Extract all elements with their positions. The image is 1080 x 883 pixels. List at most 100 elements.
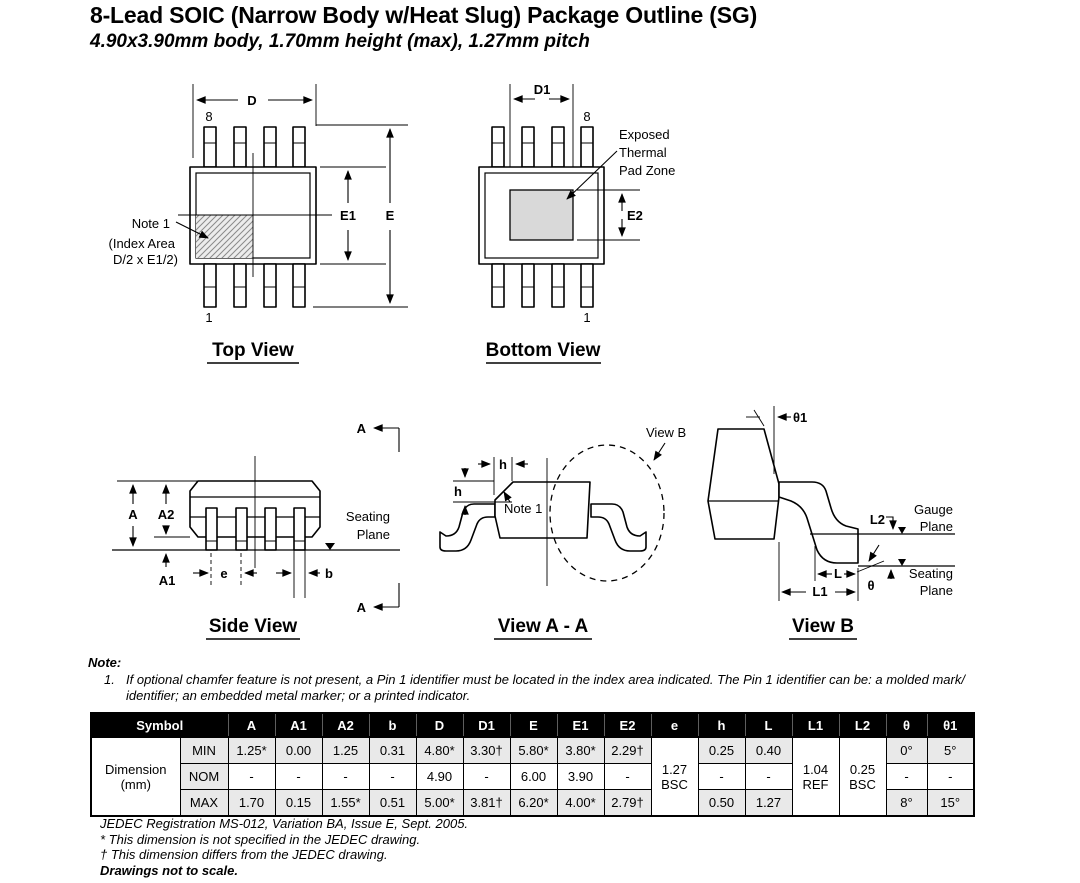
dim-theta1: θ1: [746, 406, 807, 474]
dim-theta-label: θ: [867, 578, 874, 593]
bottom-view-title: Bottom View: [486, 340, 601, 361]
dim-d-lines: [192, 84, 317, 158]
row-label: MIN: [179, 736, 229, 764]
table-row-min: Dimension (mm) MIN 1.25* 0.00 1.25 0.31 …: [90, 736, 975, 817]
pad-label-line2: Thermal: [619, 145, 667, 160]
cell-A1-min: 0.00: [274, 736, 323, 764]
cell-L2-bsc: 0.25 BSC: [838, 736, 887, 817]
pin-8-label: 8: [205, 109, 212, 124]
seating-plane-label-line2: Plane: [920, 583, 953, 598]
column-header: b: [368, 712, 417, 738]
dim-e-label: E: [386, 208, 395, 223]
cell-D-max: 5.00*: [415, 789, 464, 817]
lead-left-wing: [439, 503, 496, 552]
cell-A-nom: -: [227, 763, 276, 790]
note-item-text: If optional chamfer feature is not prese…: [126, 672, 965, 703]
cell-theta1-nom: -: [926, 763, 975, 790]
cell-D1-nom: -: [462, 763, 511, 790]
cell-E1-nom: 3.90: [556, 763, 605, 790]
section-a-label: A: [357, 600, 367, 615]
column-header: e: [650, 712, 699, 738]
section-marker-bottom: A: [357, 583, 400, 615]
cell-theta-max: 8°: [885, 789, 928, 817]
column-header: E2: [603, 712, 652, 738]
bottom-view-pins-top: [491, 126, 594, 168]
dim-l2: L2: [870, 512, 897, 530]
top-view-pins-top: [203, 126, 306, 168]
note1-callout: Note 1 (Index Area D/2 x E1/2): [109, 216, 209, 267]
package-body-inner: [484, 172, 599, 259]
notes-section: Note: 1. If optional chamfer feature is …: [88, 655, 983, 704]
dimension-table: Symbol A A1 A2 b D D1 E E1 E2 e h L L1 L…: [90, 712, 975, 817]
pin-8-label: 8: [583, 109, 590, 124]
dim-theta: θ: [856, 544, 885, 593]
cell-D1-min: 3.30†: [462, 736, 511, 764]
cell-D-min: 4.80*: [415, 736, 464, 764]
column-header: θ1: [926, 712, 975, 738]
column-header: D1: [462, 712, 511, 738]
cell-A2-min: 1.25: [321, 736, 370, 764]
jedec-registration-note: JEDEC Registration MS-012, Variation BA,…: [100, 816, 469, 831]
cell-b-nom: -: [368, 763, 417, 790]
lead-right-wing: [590, 503, 647, 552]
cell-A-min: 1.25*: [227, 736, 276, 764]
dim-a1-label: A1: [159, 573, 176, 588]
view-b-diagram: θ1 L2 Gauge Plane Seating Plane θ: [707, 406, 955, 640]
cell-A1-max: 0.15: [274, 789, 323, 817]
dim-l2-label: L2: [870, 512, 885, 527]
view-b-title: View B: [792, 616, 854, 637]
bottom-view-pins-bottom: [491, 263, 594, 308]
view-b-callout: View B: [646, 425, 686, 461]
side-view-title: Side View: [209, 616, 298, 637]
top-view-title: Top View: [212, 340, 294, 361]
cell-L-max: 1.27: [744, 789, 793, 817]
pad-label-line1: Exposed: [619, 127, 670, 142]
cell-b-min: 0.31: [368, 736, 417, 764]
cell-D1-max: 3.81†: [462, 789, 511, 817]
table-row-max: MAX 1.70 0.15 1.55* 0.51 5.00* 3.81† 6.2…: [91, 789, 975, 817]
cell-theta1-min: 5°: [926, 736, 975, 764]
note1-label: Note 1: [504, 501, 542, 516]
package-outline-drawing: .ol{fill:#fff;stroke:#000;stroke-width:1…: [109, 82, 955, 640]
cell-h-nom: -: [697, 763, 746, 790]
dim-l: L: [814, 546, 859, 601]
section-marker-top: A: [357, 421, 400, 452]
dim-h-label: h: [454, 484, 462, 499]
dim-b-label: b: [325, 566, 333, 581]
view-b-callout-label: View B: [646, 425, 686, 440]
dim-e-pitch-label: e: [220, 566, 227, 581]
cell-theta1-max: 15°: [926, 789, 975, 817]
column-header: L2: [838, 712, 887, 738]
page-subtitle: 4.90x3.90mm body, 1.70mm height (max), 1…: [90, 31, 590, 52]
dim-h-vertical: h: [453, 468, 512, 515]
dim-d-label: D: [247, 93, 256, 108]
cell-E-max: 6.20*: [509, 789, 558, 817]
gauge-plane-label-line1: Gauge: [914, 502, 953, 517]
table-row-nom: NOM - - - - 4.90 - 6.00 3.90 - - - - -: [91, 763, 975, 790]
dim-h-horizontal: h: [478, 457, 528, 495]
view-aa-diagram: h h Note 1 View B View A - A: [439, 425, 686, 640]
package-body-edge: [707, 428, 780, 540]
row-label: NOM: [179, 763, 229, 790]
dim-b-lines: [276, 545, 320, 598]
column-header: A2: [321, 712, 370, 738]
dim-e2-lines: [577, 189, 640, 241]
pin-1-label: 1: [205, 310, 212, 325]
notes-heading: Note:: [88, 655, 122, 670]
package-body-section: [494, 481, 591, 539]
lead-profile: [778, 481, 859, 564]
bottom-view-diagram: D1 8 Exposed Thermal Pad Zone E2: [478, 82, 675, 364]
cell-h-max: 0.50: [697, 789, 746, 817]
dim-d1-label: D1: [534, 82, 551, 97]
column-header: E: [509, 712, 558, 738]
dim-l-label: L: [834, 566, 842, 581]
cell-D-nom: 4.90: [415, 763, 464, 790]
dim-a-label: A: [128, 507, 138, 522]
top-view-pins-bottom: [203, 263, 306, 308]
cell-L-nom: -: [744, 763, 793, 790]
cell-E1-max: 4.00*: [556, 789, 605, 817]
row-label: MAX: [179, 789, 229, 817]
dim-d1-lines: [509, 84, 574, 182]
column-header: L: [744, 712, 793, 738]
